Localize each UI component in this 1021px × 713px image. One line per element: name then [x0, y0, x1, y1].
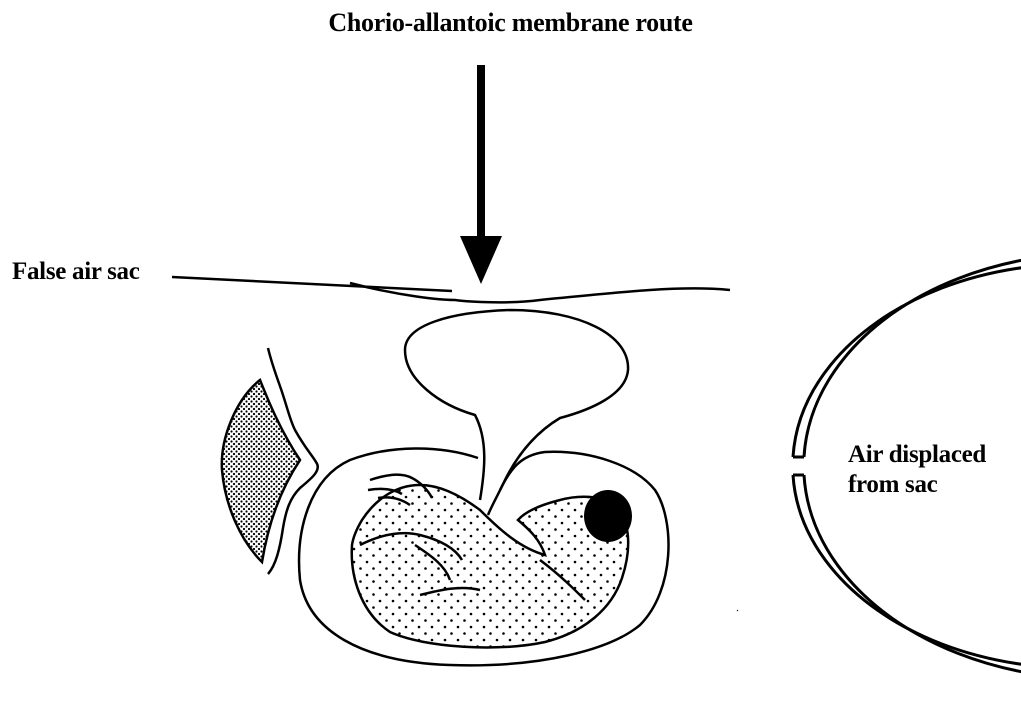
embryo-eye — [584, 490, 632, 542]
egg-shell — [793, 253, 1021, 679]
false-air-sac-membrane — [350, 283, 730, 302]
allantois — [405, 310, 628, 515]
yolk-sac — [222, 380, 300, 562]
false-air-sac-pointer — [172, 277, 452, 291]
speck — [737, 610, 738, 611]
injection-arrow — [460, 65, 502, 284]
